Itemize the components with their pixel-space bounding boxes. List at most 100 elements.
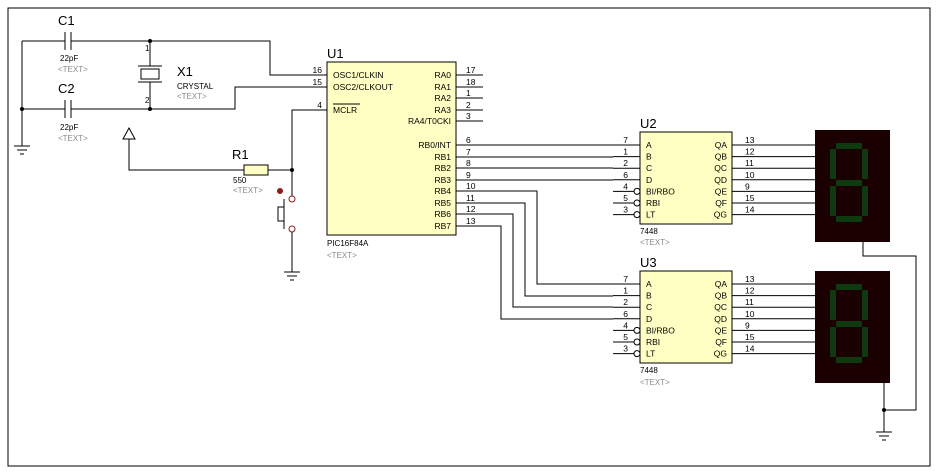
u1-pin-name: OSC2/CLKOUT — [333, 82, 393, 92]
display-segment — [862, 149, 868, 179]
r1-resistor[interactable]: R1 550 <TEXT> — [232, 147, 292, 195]
ground-left — [14, 41, 30, 155]
r1-ref: R1 — [232, 147, 249, 162]
display-segment — [862, 290, 868, 320]
u1-pin-name: RB1 — [434, 152, 451, 162]
c1-value: 22pF — [60, 54, 78, 63]
u2-pin-name: RBI — [646, 198, 660, 208]
x1-crystal[interactable]: 1 2 X1 CRYSTAL <TEXT> — [138, 41, 214, 109]
u2-body — [639, 131, 733, 225]
u1-pin-number: 1 — [466, 88, 471, 98]
u2-pin-name: QE — [715, 186, 728, 196]
u2-pin-number: 10 — [745, 170, 755, 180]
u1-pin-number: 6 — [466, 135, 471, 145]
u3-pin-name: RBI — [646, 337, 660, 347]
display-segment — [830, 186, 836, 216]
display-ground — [862, 242, 917, 441]
u2-pin-name: QF — [715, 198, 727, 208]
u3-pin-name: QB — [715, 291, 728, 301]
display-segment — [862, 327, 868, 357]
u3-pin-name: QF — [715, 337, 727, 347]
display-segment — [836, 143, 862, 149]
x1-value: CRYSTAL — [177, 82, 214, 91]
r1-value: 550 — [233, 176, 247, 185]
u2-pin-number: 9 — [745, 181, 750, 191]
x1-ref: X1 — [177, 64, 193, 79]
u1-pin-name: RB4 — [434, 186, 451, 196]
u1-pin-number: 15 — [313, 77, 323, 87]
c1-capacitor[interactable]: C1 22pF <TEXT> — [22, 13, 150, 74]
u3-pin-number: 11 — [745, 297, 754, 307]
c2-ref: C2 — [58, 81, 75, 96]
u2-pin-name: QB — [715, 152, 728, 162]
u2-pin-number: 11 — [745, 158, 754, 168]
bus-wires — [483, 144, 613, 320]
display-segment — [862, 186, 868, 216]
u3-body — [639, 270, 733, 364]
c2-value: 22pF — [60, 123, 78, 132]
display-segment — [836, 284, 862, 290]
u2-pin-name: BI/RBO — [646, 186, 675, 196]
display-segment — [836, 180, 862, 186]
x1-pin2: 2 — [145, 96, 150, 105]
u2-pin-inverter-bubble — [633, 187, 641, 195]
u1-ref: U1 — [327, 46, 344, 61]
u3-ref: U3 — [640, 255, 657, 270]
u3-pin-name: QG — [714, 349, 727, 359]
u1-pin-name: RB5 — [434, 198, 451, 208]
x1-text-placeholder: <TEXT> — [177, 92, 207, 101]
u1-pin-name: RA4/T0CKI — [408, 116, 451, 126]
ground-switch — [284, 271, 300, 281]
u2-bcd-decoder[interactable]: U2 7448 <TEXT> — [639, 116, 733, 247]
x1-pin1: 1 — [145, 44, 150, 53]
u1-pin-name: RA0 — [434, 70, 451, 80]
u2-pin-number: 1 — [623, 147, 628, 157]
u1-body — [326, 61, 457, 236]
wire-osc2 — [150, 86, 299, 110]
u2-pin-name: D — [646, 175, 652, 185]
power-terminal — [122, 126, 244, 171]
u1-pin-number: 8 — [466, 158, 471, 168]
u1-pin-name: RB6 — [434, 209, 451, 219]
u3-pin-number: 6 — [623, 309, 628, 319]
wire-mclr — [291, 109, 299, 170]
u2-pin-number: 2 — [623, 158, 628, 168]
u1-pin-number: 10 — [466, 181, 476, 191]
u1-pin-name: RB3 — [434, 175, 451, 185]
u1-pin-name: MCLR — [333, 105, 357, 115]
u2-pin-number: 13 — [745, 135, 755, 145]
u2-pin-inverter-bubble — [633, 211, 641, 219]
switch-dot — [277, 188, 283, 194]
u2-part: 7448 — [640, 227, 658, 236]
display-segment — [830, 327, 836, 357]
display-segment — [830, 149, 836, 179]
u2-pin-number: 7 — [623, 135, 628, 145]
u2-pin-name: QD — [714, 175, 727, 185]
u1-pin-name: OSC1/CLKIN — [333, 70, 384, 80]
u1-pin-number: 12 — [466, 204, 476, 214]
u3-pin-name: C — [646, 302, 652, 312]
c2-capacitor[interactable]: C2 22pF <TEXT> — [22, 81, 150, 143]
u3-pin-inverter-bubble — [633, 326, 641, 334]
u2-ref: U2 — [640, 116, 657, 131]
u2-pin-number: 12 — [745, 147, 755, 157]
u3-pin-name: QA — [715, 279, 728, 289]
display-segment — [836, 216, 862, 222]
c1-text-placeholder: <TEXT> — [58, 65, 88, 74]
u2-pin-number: 15 — [745, 193, 755, 203]
u3-pin-name: A — [646, 279, 652, 289]
u3-pin-name: QC — [714, 302, 727, 312]
u3-bcd-decoder[interactable]: U3 7448 <TEXT> — [639, 255, 733, 387]
u2-pin-name: A — [646, 140, 652, 150]
reset-switch[interactable] — [277, 170, 296, 272]
u1-microcontroller[interactable]: U1 PIC16F84A <TEXT> — [326, 46, 457, 260]
u3-part: 7448 — [640, 366, 658, 375]
wire-osc1 — [150, 40, 299, 76]
u2-pin-name: LT — [646, 210, 655, 220]
u1-pin-number: 11 — [466, 193, 475, 203]
u2-text-placeholder: <TEXT> — [640, 238, 670, 247]
display-segment — [830, 290, 836, 320]
u3-pin-number: 14 — [745, 344, 755, 354]
u3-pin-number: 5 — [623, 332, 628, 342]
